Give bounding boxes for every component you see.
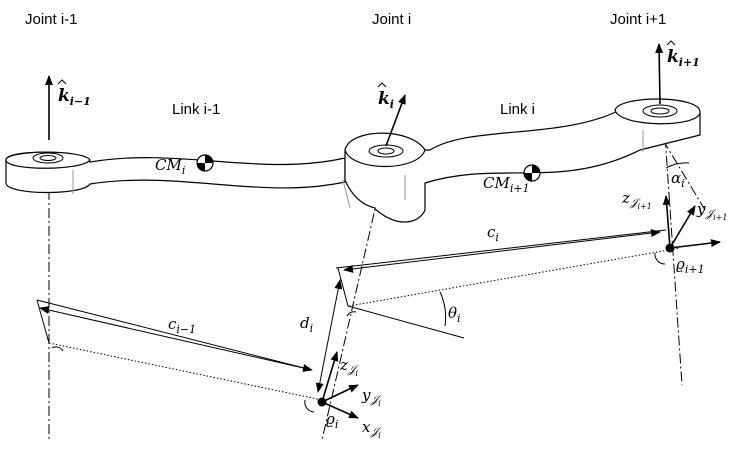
c-prev-dimension — [39, 306, 313, 372]
alpha-label: αi — [671, 169, 685, 190]
normal-cur-dotted — [348, 247, 681, 307]
cm-cur-icon — [523, 164, 541, 182]
right-angle-next — [654, 252, 666, 265]
joint-cur-label: Joint i — [372, 11, 411, 28]
c-cur-label: ci — [487, 223, 499, 244]
x-axis-i — [321, 401, 359, 419]
alpha-arc — [665, 162, 690, 169]
cm-cur-label: CMi+1 — [483, 174, 530, 195]
k-next-hat — [666, 40, 676, 46]
cm-prev-icon — [196, 154, 214, 172]
z-axis-next — [662, 195, 671, 249]
y-next-label: y𝒥i+1 — [696, 200, 727, 222]
c-prev-label: ci−1 — [168, 315, 196, 336]
k-cur-hat — [377, 82, 387, 88]
normal-prev-end — [36, 299, 50, 344]
z-i-label: z𝒥i — [339, 356, 360, 378]
link-cur-label: Link i — [500, 101, 535, 118]
joint-next-axis — [663, 119, 683, 386]
k-next-label: ki+1 — [667, 47, 700, 69]
x-axis-next — [669, 239, 721, 249]
d-dimension — [315, 279, 343, 393]
k-prev-label: ki−1 — [58, 86, 91, 108]
right-angle-i — [304, 399, 315, 413]
y-axis-i — [321, 384, 359, 403]
joint-next-label: Joint i+1 — [610, 11, 666, 28]
normal-prev-line — [36, 299, 313, 371]
z-axis-i — [321, 351, 339, 403]
joint-prev-label: Joint i-1 — [25, 11, 78, 28]
c-cur-dimension — [343, 229, 661, 273]
cm-prev-label: CMi — [155, 156, 185, 177]
z-next-label: z𝒥i+1 — [621, 189, 652, 211]
theta-label: θi — [448, 304, 461, 325]
x-i-label: x𝒥i — [362, 418, 382, 440]
k-cur-label: ki — [378, 89, 394, 111]
y-i-label: y𝒥i — [361, 386, 382, 408]
joint-next-skewed-axis — [662, 139, 706, 211]
y-axis-next — [669, 205, 696, 249]
link-prev-body — [5, 151, 346, 194]
normal-cur-line — [335, 229, 667, 269]
rho-next-label: ϱi+1 — [676, 255, 705, 276]
theta-reference-line — [347, 305, 465, 339]
right-angle-cur — [346, 311, 357, 317]
rho-i-label: ϱi — [326, 410, 338, 431]
k-prev-hat — [57, 79, 67, 85]
link-cur-body — [342, 98, 701, 223]
k-cur-arrow — [385, 94, 406, 147]
theta-arc — [439, 291, 447, 327]
link-prev-label: Link i-1 — [172, 101, 220, 118]
normal-cur-end — [337, 267, 349, 307]
normal-prev-dotted — [48, 342, 323, 401]
d-label: di — [300, 314, 313, 335]
right-angle-prev — [51, 346, 64, 352]
k-next-arrow — [655, 43, 664, 105]
